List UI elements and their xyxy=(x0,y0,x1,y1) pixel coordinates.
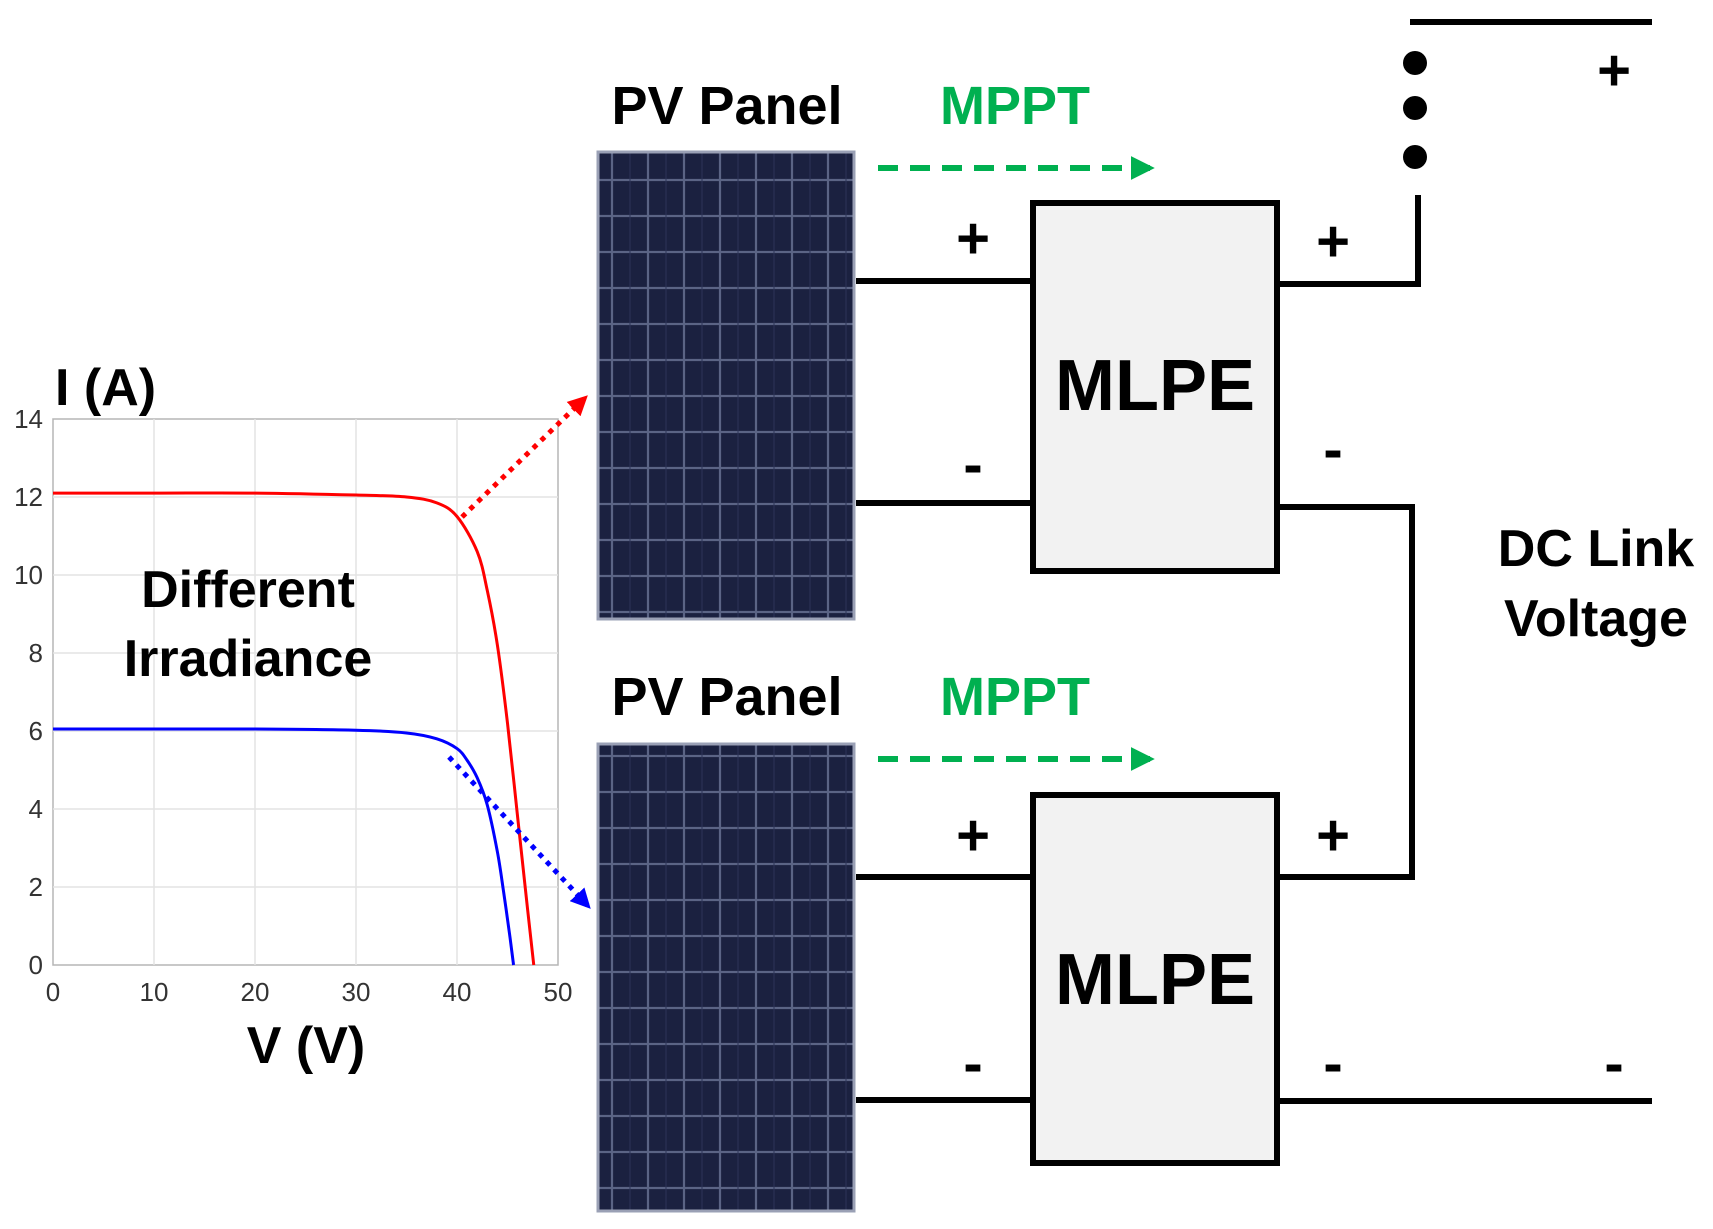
y-tick-label: 8 xyxy=(29,638,43,668)
y-tick-label: 2 xyxy=(29,872,43,902)
y-tick-label: 10 xyxy=(14,560,43,590)
dc-link-label-line2: Voltage xyxy=(1504,590,1688,648)
x-tick-label: 10 xyxy=(140,977,169,1007)
wire-series-link xyxy=(1277,504,1415,880)
irradiance-annotation-line1: Different xyxy=(141,561,355,619)
plot-area xyxy=(52,418,559,966)
y-axis-label: I (A) xyxy=(55,359,156,417)
mppt-top-label: MPPT xyxy=(940,76,1090,136)
x-axis-label: V (V) xyxy=(247,1017,365,1075)
pv-panel-bottom: PV Panel xyxy=(596,667,856,1213)
mlpe-bottom-out-minus: - xyxy=(1323,1031,1342,1096)
iv-curves xyxy=(52,491,536,966)
mlpe-top-in-plus: + xyxy=(956,206,990,271)
dc-bus-plus-sign: + xyxy=(1597,38,1631,103)
dc-bus-minus-sign: - xyxy=(1604,1031,1623,1096)
mlpe-top-out-plus: + xyxy=(1316,209,1350,274)
x-tick-label: 50 xyxy=(544,977,573,1007)
high-irradiance-curve xyxy=(53,491,536,966)
y-tick-label: 14 xyxy=(14,404,43,434)
x-tick-label: 20 xyxy=(241,977,270,1007)
continuation-dot xyxy=(1403,96,1427,120)
pv-panel-bottom-label: PV Panel xyxy=(611,667,842,727)
pv-panel-bottom-image xyxy=(596,742,856,1213)
dc-link-label-line1: DC Link xyxy=(1498,520,1695,578)
plot-gridlines xyxy=(53,419,558,965)
mlpe-top-box xyxy=(1030,200,1280,574)
mlpe-top: MLPE + - + - xyxy=(956,200,1350,574)
x-tick-labels: 0 10 20 30 40 50 xyxy=(46,977,573,1007)
y-tick-label: 12 xyxy=(14,482,43,512)
y-tick-label: 4 xyxy=(29,794,43,824)
mlpe-top-out-minus: - xyxy=(1323,417,1342,482)
pv-panel-top-label: PV Panel xyxy=(611,76,842,136)
irradiance-annotation-line2: Irradiance xyxy=(124,630,373,688)
circuit-wires xyxy=(856,19,1652,1104)
wire-top-out-plus xyxy=(1277,195,1421,287)
iv-curve-chart: 0 10 20 30 40 50 0 2 4 6 8 10 12 14 I (A) V (V) Diff… xyxy=(14,359,591,1075)
y-tick-label: 0 xyxy=(29,950,43,980)
continuation-dot xyxy=(1403,51,1427,75)
mlpe-bottom-in-plus: + xyxy=(956,803,990,868)
mlpe-bottom: MLPE + - + - xyxy=(956,792,1350,1166)
x-tick-label: 30 xyxy=(342,977,371,1007)
mlpe-top-label: MLPE xyxy=(1055,346,1255,426)
pv-panel-top: PV Panel xyxy=(596,76,856,621)
mlpe-bottom-label: MLPE xyxy=(1055,940,1255,1020)
x-tick-label: 40 xyxy=(443,977,472,1007)
continuation-dot xyxy=(1403,145,1427,169)
mlpe-bottom-out-plus: + xyxy=(1316,803,1350,868)
mlpe-top-in-minus: - xyxy=(963,432,982,497)
y-tick-label: 6 xyxy=(29,716,43,746)
mlpe-bottom-box xyxy=(1030,792,1280,1166)
low-irradiance-curve xyxy=(52,727,516,966)
blue-pointer-arrow xyxy=(447,755,591,909)
mppt-bottom-label: MPPT xyxy=(940,667,1090,727)
pv-panel-top-image xyxy=(596,150,856,621)
x-tick-label: 0 xyxy=(46,977,60,1007)
y-tick-labels: 0 2 4 6 8 10 12 14 xyxy=(14,404,43,980)
mlpe-bottom-in-minus: - xyxy=(963,1031,982,1096)
